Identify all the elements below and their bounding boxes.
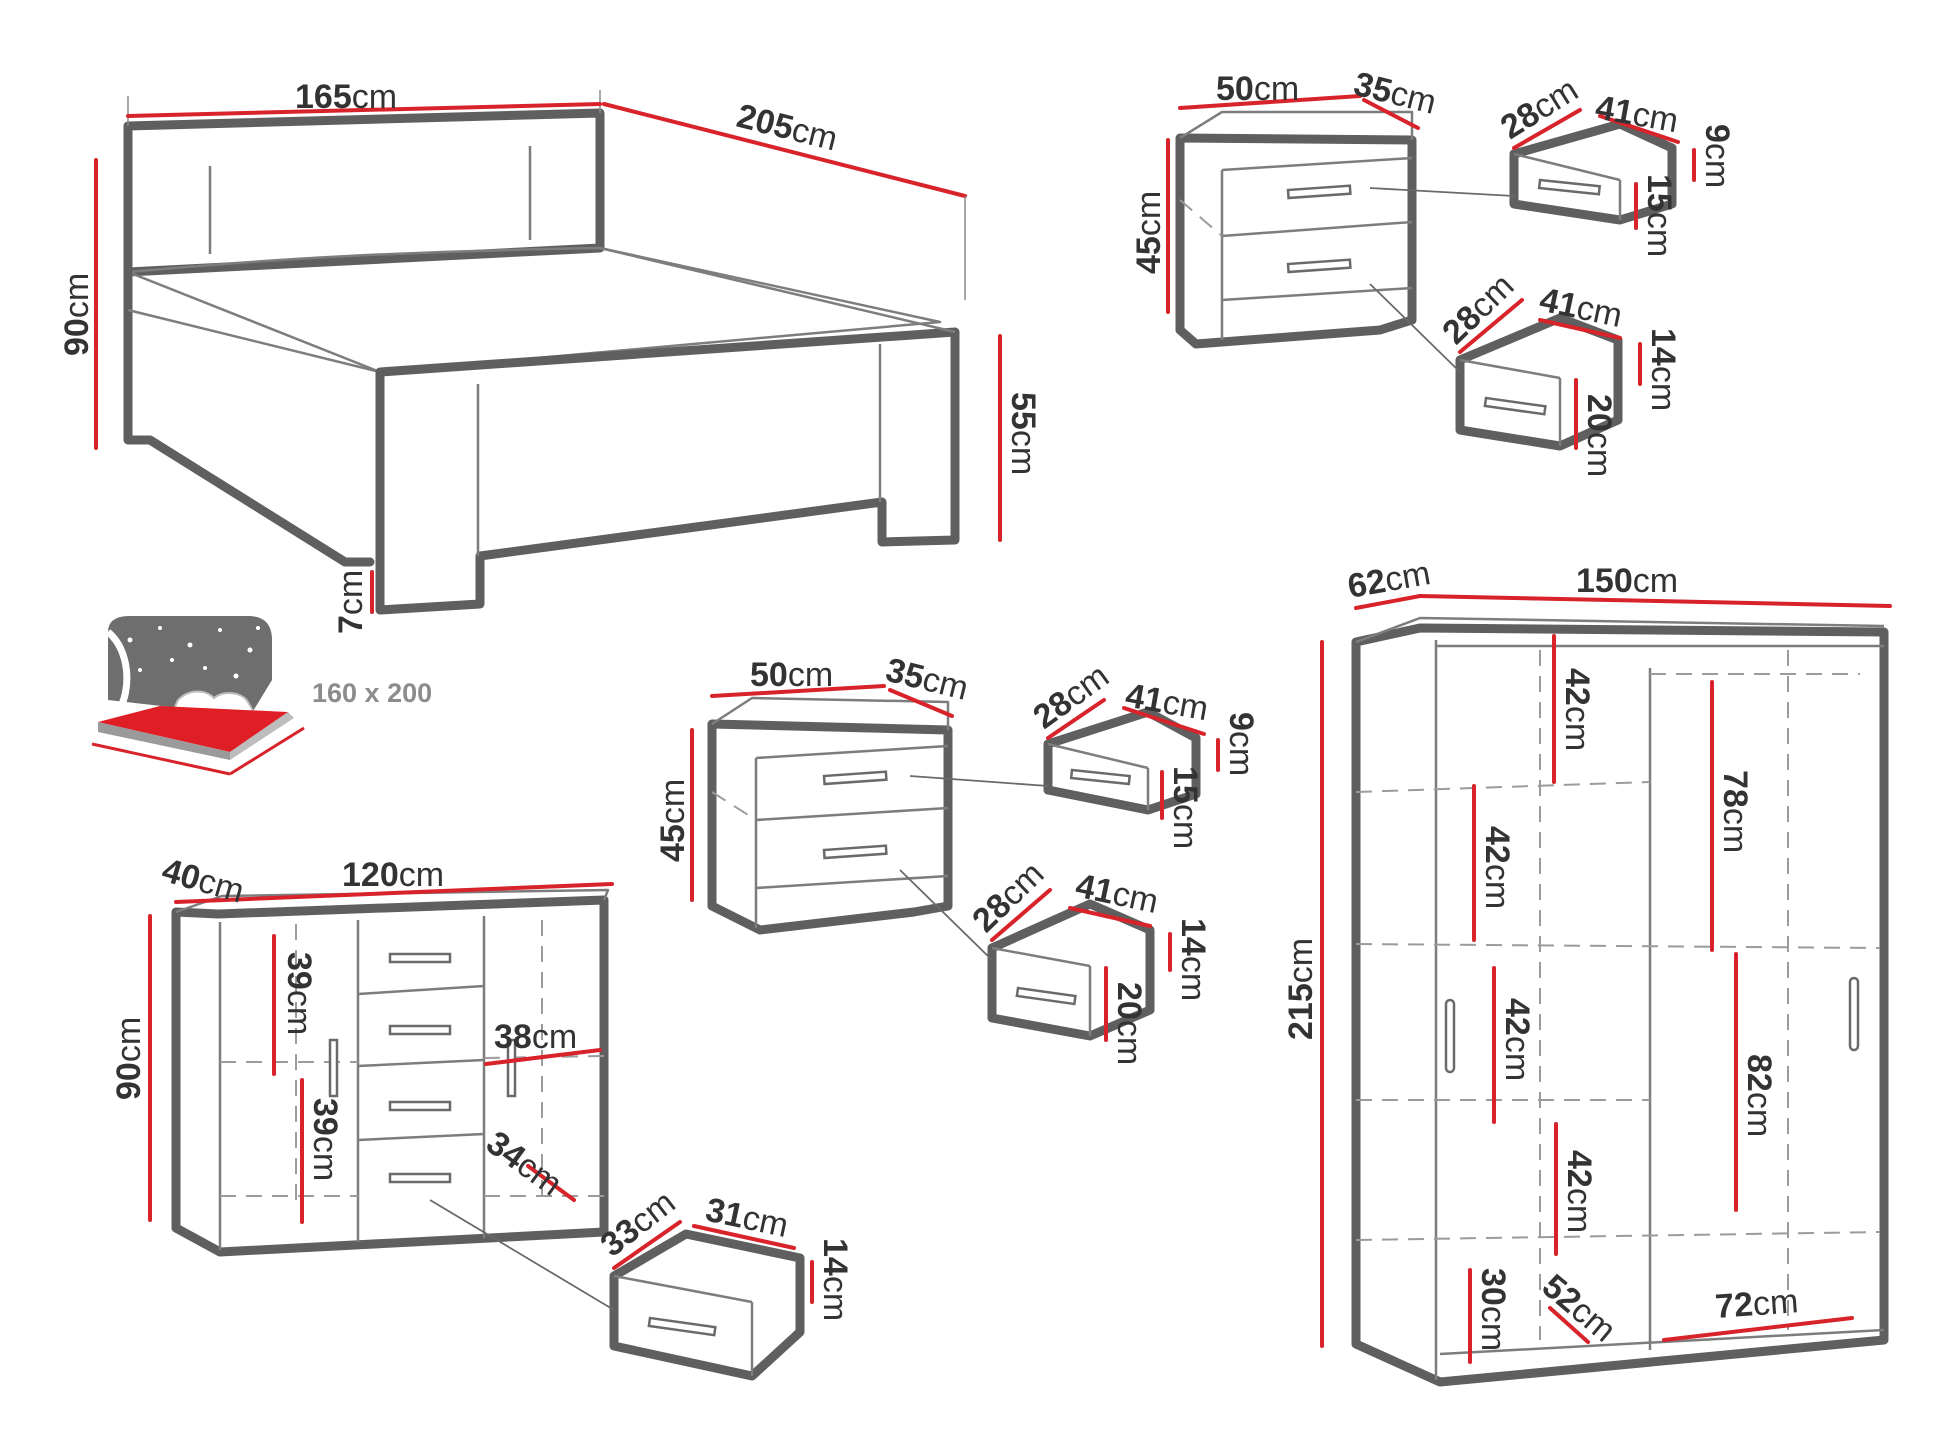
bed-side-rail [123,121,375,567]
bed-headboard-height-label: 90cm [58,273,96,356]
bed-width-label: 165cm [295,78,397,116]
chest-side-depth-label: 38cm [494,1018,577,1056]
wardrobe-left-mid-lower-label: 42cm [1498,998,1536,1081]
wardrobe-left-bottom-label: 30cm [1474,1268,1512,1351]
bed-width-dim [126,102,602,118]
wardrobe-height-label: 215cm [1282,938,1320,1040]
bed-drawing [123,108,960,615]
night-sky-icon [108,616,272,716]
mattress-size-icon: 160 x 200 [91,616,432,776]
wardrobe-left-bottom-upper-label: 42cm [1560,1150,1598,1233]
nightstand-middle-drawer2-front-height-label: 20cm [1110,982,1148,1065]
chest-drawer-width-label: 31cm [702,1191,791,1245]
nightstand-top-dimensions: 50cm 35cm 45cm 28cm 41cm 9cm 15cm 28cm 4… [1130,65,1736,477]
chest-drawing [171,888,805,1381]
chest-width-label: 120cm [342,856,444,894]
bed-leg-height-label: 7cm [332,570,370,634]
wardrobe-right-hanging-lower-label: 82cm [1740,1054,1778,1137]
nightstand-top-drawing [1175,110,1677,451]
chest-height-label: 90cm [110,1017,148,1100]
bed-length-label: 205cm [733,97,841,159]
nightstand-middle-width-label: 50cm [750,656,833,694]
chest-drawer-inner-depth-label: 34cm [479,1124,569,1204]
wardrobe-drawing [1351,616,1889,1387]
wardrobe-width-label: 150cm [1576,562,1678,600]
nightstand-top-drawer1-outer-height-label: 9cm [1698,124,1736,188]
bed-footboard [375,327,960,615]
chest-drawer-height-label: 14cm [816,1238,854,1321]
chest-dimensions: 40cm 120cm 90cm 39cm 39cm 38cm 34cm 33cm… [110,851,854,1321]
nightstand-middle-height-label: 45cm [654,779,692,862]
nightstand-top-drawer2-front-height-label: 20cm [1580,394,1618,477]
bed-footboard-height-label: 55cm [1004,392,1042,475]
nightstand-middle-drawer1-outer-height-label: 9cm [1222,712,1260,776]
nightstand-top-depth-label: 35cm [1350,65,1440,122]
nightstand-top-width-label: 50cm [1216,70,1299,108]
bed-dimensions: 165cm 205cm 90cm 55cm 7cm [58,78,1042,634]
nightstand-top-drawer2-outer-height-label: 14cm [1644,328,1682,411]
wardrobe-left-mid-upper-label: 42cm [1478,826,1516,909]
chest-shelf-upper-label: 39cm [280,952,318,1035]
wardrobe-left-top-shelf-label: 42cm [1558,668,1596,751]
bed-mattress [126,246,942,374]
nightstand-top-height-label: 45cm [1130,191,1168,274]
nightstand-middle-depth-label: 35cm [882,651,972,708]
chest-shelf-lower-label: 39cm [306,1098,344,1181]
nightstand-top-drawer1-width-label: 41cm [1593,88,1681,140]
wardrobe-dimensions: 62cm 150cm 215cm 42cm 42cm 42cm 42cm 30c… [1282,554,1892,1364]
wardrobe-inner-width-label: 72cm [1714,1282,1800,1326]
nightstand-middle-drawing [707,696,1201,1041]
nightstand-top-drawer2-width-label: 41cm [1536,281,1625,335]
nightstand-top-drawer1-front-height-label: 15cm [1640,174,1678,257]
wardrobe-right-hanging-upper-label: 78cm [1716,770,1754,853]
wardrobe-depth-label: 62cm [1345,554,1433,606]
nightstand-middle-drawer1-front-height-label: 15cm [1166,766,1204,849]
mattress-size-label: 160 x 200 [312,678,432,708]
nightstand-middle-dimensions: 50cm 35cm 45cm 28cm 41cm 9cm 15cm 28cm 4… [654,651,1260,1065]
bed-length-dim [602,102,967,198]
nightstand-middle-drawer1-width-label: 41cm [1123,676,1211,728]
nightstand-middle-drawer2-outer-height-label: 14cm [1174,918,1212,1001]
mattress-red-icon [98,706,288,752]
nightstand-middle-drawer2-width-label: 41cm [1072,867,1161,921]
